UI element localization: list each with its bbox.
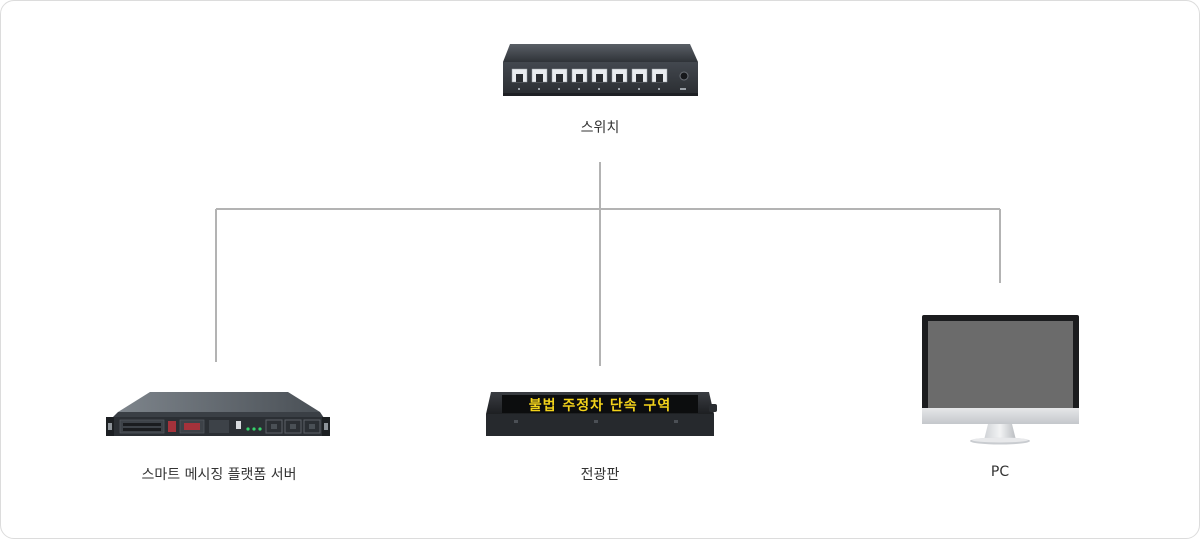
pc-monitor-icon — [922, 315, 1079, 445]
led-sign-display-text: 불법 주정차 단속 구역 — [529, 397, 672, 414]
led-sign-icon: 불법 주정차 단속 구역 — [486, 392, 717, 436]
pc-label: PC — [990, 464, 1010, 480]
server-label: 스마트 메시징 플랫폼 서버 — [141, 467, 297, 483]
connector-lines — [215, 162, 1001, 366]
sign-label: 전광판 — [580, 467, 620, 483]
monitor-screen — [928, 321, 1073, 408]
switch-label: 스위치 — [580, 120, 620, 136]
rack-server-icon — [106, 392, 330, 436]
network-switch-icon — [503, 44, 698, 96]
